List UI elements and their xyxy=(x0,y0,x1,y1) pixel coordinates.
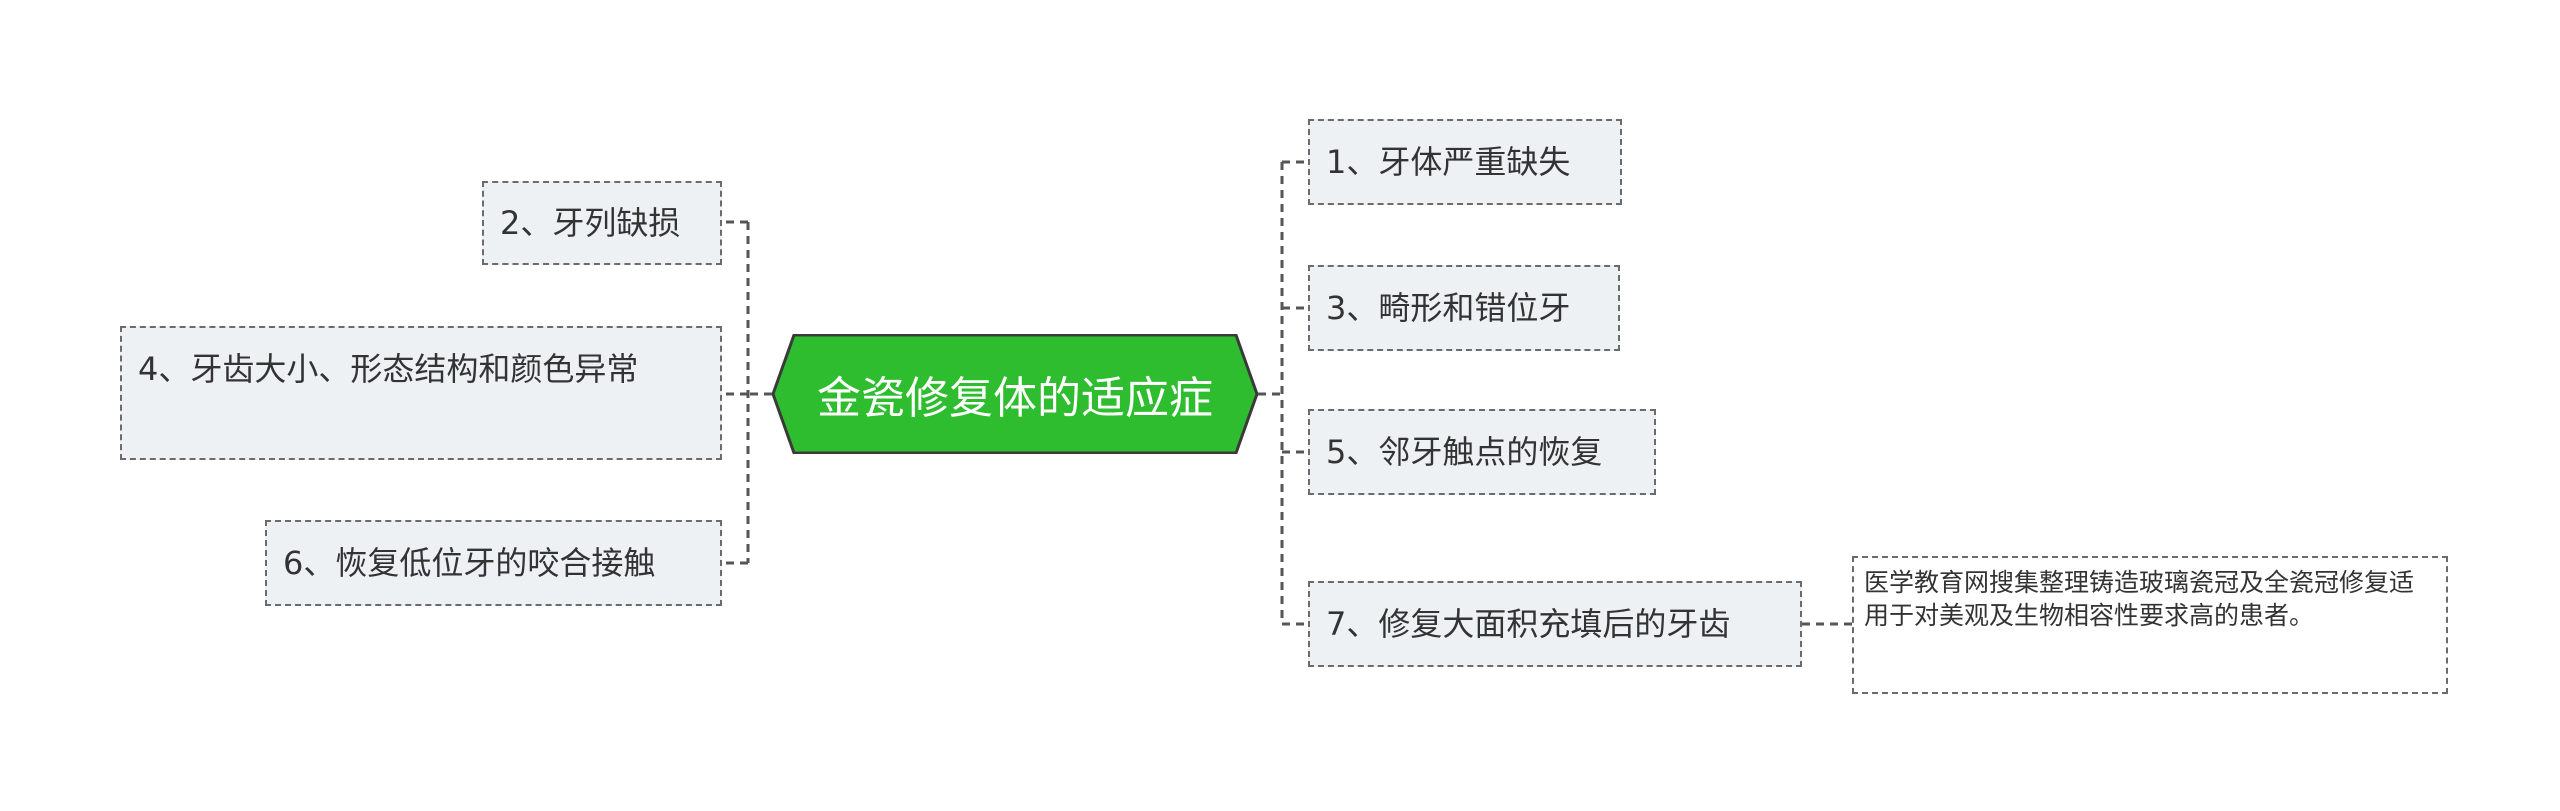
note-box[interactable]: 医学教育网搜集整理铸造玻璃瓷冠及全瓷冠修复适用于对美观及生物相容性要求高的患者。 xyxy=(1852,556,2448,694)
topic-contact-point-restore[interactable]: 5、邻牙触点的恢复 xyxy=(1308,409,1656,495)
topic-low-occlusion-restore[interactable]: 6、恢复低位牙的咬合接触 xyxy=(265,520,722,606)
topic-severe-tooth-loss[interactable]: 1、牙体严重缺失 xyxy=(1308,119,1622,205)
topic-dentition-defect[interactable]: 2、牙列缺损 xyxy=(482,181,722,265)
topic-large-filling-restore[interactable]: 7、修复大面积充填后的牙齿 xyxy=(1308,581,1802,667)
topic-malformed-misaligned[interactable]: 3、畸形和错位牙 xyxy=(1308,265,1620,351)
center-topic-title[interactable]: 金瓷修复体的适应症 xyxy=(817,373,1213,424)
topic-tooth-size-shape-color[interactable]: 4、牙齿大小、形态结构和颜色异常 xyxy=(120,326,722,460)
center-topic-shape xyxy=(772,334,1258,454)
note-text: 医学教育网搜集整理铸造玻璃瓷冠及全瓷冠修复适用于对美观及生物相容性要求高的患者。 xyxy=(1864,568,2415,630)
